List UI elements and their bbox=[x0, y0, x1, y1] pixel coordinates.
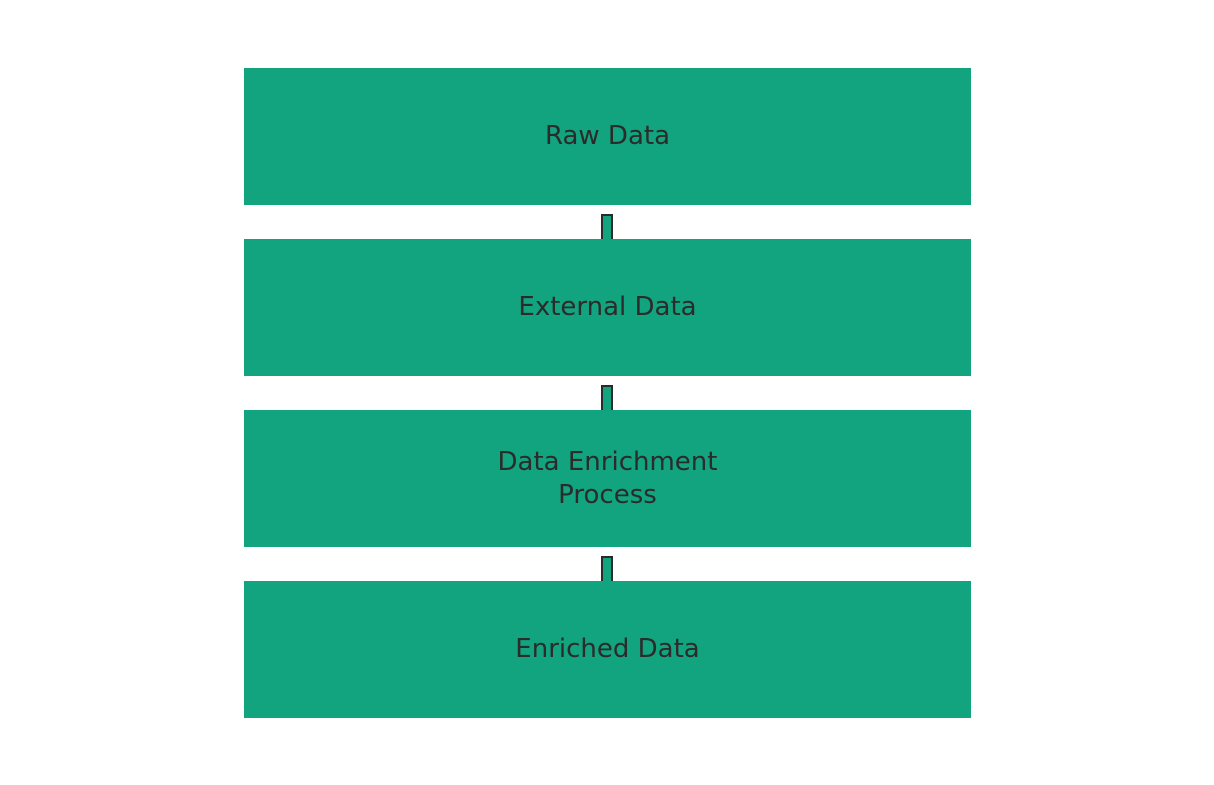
connector-arrow bbox=[601, 385, 613, 410]
step-label: Enriched Data bbox=[515, 634, 700, 664]
step-raw-data: Raw Data bbox=[244, 68, 971, 205]
step-enriched-data: Enriched Data bbox=[244, 581, 971, 718]
step-label: Data Enrichment Process bbox=[497, 446, 718, 510]
step-data-enrichment-process: Data Enrichment Process bbox=[244, 410, 971, 547]
step-external-data: External Data bbox=[244, 239, 971, 376]
step-label: External Data bbox=[518, 292, 697, 322]
connector-arrow bbox=[601, 556, 613, 581]
connector-arrow bbox=[601, 214, 613, 239]
step-label: Raw Data bbox=[544, 121, 671, 151]
